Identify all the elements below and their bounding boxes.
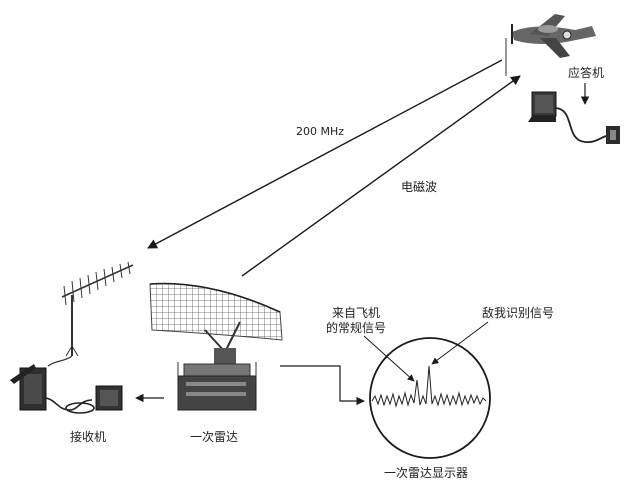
radar-to-display-arrow <box>280 365 365 406</box>
display-label: 一次雷达显示器 <box>384 466 469 480</box>
em-wave-label: 电磁波 <box>401 180 438 194</box>
receiver-label: 接收机 <box>70 430 107 444</box>
regular-signal-label: 来自飞机 的常规信号 <box>326 306 386 336</box>
primary-radar-label: 一次雷达 <box>190 430 239 444</box>
regular-signal-label-line2: 的常规信号 <box>326 321 387 335</box>
receiver-unit-icon <box>10 364 123 414</box>
aircraft-icon <box>505 14 596 76</box>
transponder-label: 应答机 <box>568 66 605 80</box>
radar-dish-icon <box>149 282 283 411</box>
frequency-label: 200 MHz <box>296 125 345 138</box>
radar-scope-icon <box>369 337 491 459</box>
signal-200mhz-arrow <box>147 59 503 249</box>
transponder-box-icon <box>528 91 620 144</box>
yagi-antenna-icon <box>47 261 134 367</box>
em-wave-arrow <box>241 75 521 277</box>
scope-trace <box>371 365 487 408</box>
regular-signal-label-line1: 来自飞机 <box>332 306 381 320</box>
iff-signal-pointer <box>431 321 489 365</box>
iff-signal-label: 敌我识别信号 <box>482 306 555 320</box>
regular-signal-pointer <box>363 335 415 382</box>
